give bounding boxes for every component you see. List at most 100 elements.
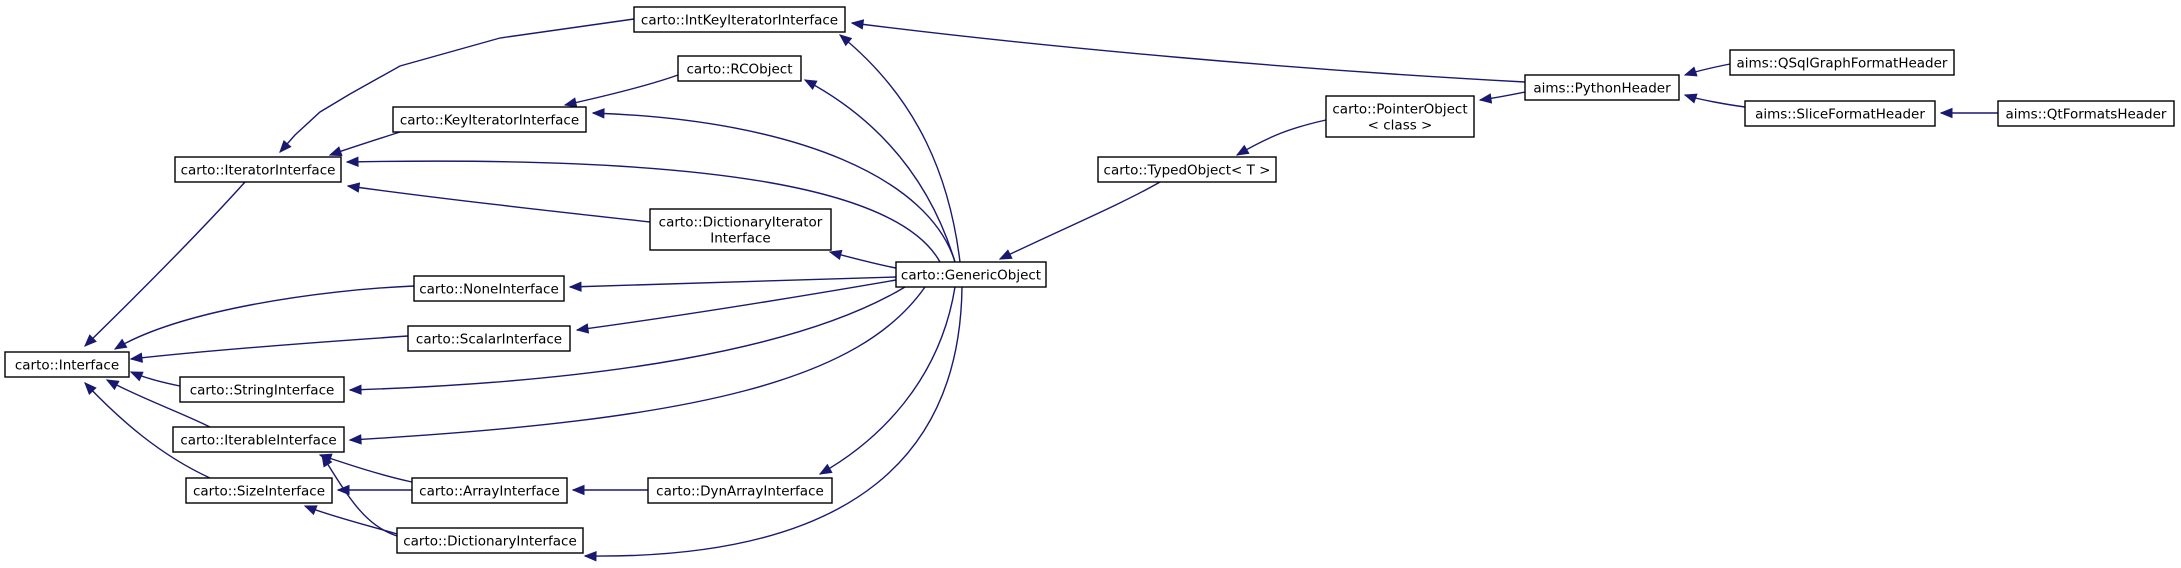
inheritance-edge-int-key-iterator-interface-to-iterator-interface xyxy=(279,18,635,153)
class-node-box xyxy=(172,426,345,453)
inheritance-edge-generic-object-to-dyn-array-interface xyxy=(818,286,956,475)
inheritance-edge-string-interface-to-interface xyxy=(129,371,181,387)
class-node-dyn-array-interface[interactable]: carto::DynArrayInterface xyxy=(647,477,833,504)
class-node-box xyxy=(1097,156,1277,183)
class-node-qt-formats-header[interactable]: aims::QtFormatsHeader xyxy=(1997,100,2175,127)
arrow-head-icon xyxy=(1683,93,1698,104)
inheritance-edge-qsql-graph-format-header-to-python-header xyxy=(1683,63,1731,77)
arrow-head-icon xyxy=(818,463,833,475)
arrow-head-icon xyxy=(348,384,362,395)
class-node-box xyxy=(1524,74,1680,101)
class-node-label: carto::NoneInterface xyxy=(419,282,559,298)
class-node-label: carto::DynArrayInterface xyxy=(656,484,824,500)
inheritance-edge-generic-object-to-iterable-interface xyxy=(348,286,926,445)
class-node-scalar-interface[interactable]: carto::ScalarInterface xyxy=(407,325,571,352)
edge-line xyxy=(804,79,956,263)
class-node-box xyxy=(677,55,802,82)
arrow-head-icon xyxy=(575,323,590,334)
edge-line xyxy=(347,185,651,223)
class-node-label: carto::KeyIteratorInterface xyxy=(400,113,579,129)
class-node-array-interface[interactable]: carto::ArrayInterface xyxy=(411,477,568,504)
arrow-head-icon xyxy=(571,484,585,496)
arrow-head-icon xyxy=(303,505,318,516)
class-node-box xyxy=(185,477,333,504)
edge-line xyxy=(564,74,679,106)
edge-line xyxy=(819,286,956,475)
class-node-box xyxy=(174,156,342,183)
arrow-head-icon xyxy=(279,139,292,153)
class-node-label: carto::ArrayInterface xyxy=(419,484,560,500)
inheritance-edge-none-interface-to-interface xyxy=(113,285,415,350)
class-node-label: carto::Interface xyxy=(15,358,119,374)
edge-line xyxy=(84,181,246,347)
inheritance-edge-generic-object-to-none-interface xyxy=(568,276,897,292)
class-node-label: carto::IteratorInterface xyxy=(181,163,336,179)
edge-line xyxy=(851,22,1526,83)
class-node-rcobject[interactable]: carto::RCObject xyxy=(677,55,802,82)
edge-line xyxy=(1236,119,1327,156)
edge-line xyxy=(114,285,415,350)
class-node-label: carto::DictionaryInterface xyxy=(403,534,577,550)
inheritance-edge-array-interface-to-size-interface xyxy=(336,484,412,496)
class-node-label: aims::QtFormatsHeader xyxy=(2006,107,2167,123)
inheritance-edge-size-interface-to-interface xyxy=(84,382,211,479)
class-node-label: carto::ScalarInterface xyxy=(416,332,562,348)
class-node-interface[interactable]: carto::Interface xyxy=(4,351,130,378)
class-node-string-interface[interactable]: carto::StringInterface xyxy=(179,376,345,403)
class-node-qsql-graph-format-header[interactable]: aims::QSqlGraphFormatHeader xyxy=(1729,49,1955,76)
inheritance-edge-pointer-object-to-typed-object xyxy=(1235,119,1327,156)
arrow-head-icon xyxy=(803,79,818,90)
inheritance-edge-python-header-to-pointer-object xyxy=(1478,91,1526,104)
class-node-slice-format-header[interactable]: aims::SliceFormatHeader xyxy=(1744,100,1936,127)
inheritance-edge-slice-format-header-to-python-header xyxy=(1683,93,1746,108)
class-node-label: carto::IntKeyIteratorInterface xyxy=(641,13,838,29)
class-node-dictionary-interface[interactable]: carto::DictionaryInterface xyxy=(396,527,584,554)
class-node-typed-object[interactable]: carto::TypedObject< T > xyxy=(1097,156,1277,183)
class-node-key-iterator-interface[interactable]: carto::KeyIteratorInterface xyxy=(392,106,587,133)
nodes-layer: carto::Interface carto::IteratorInterface… xyxy=(4,6,2175,554)
class-node-label: carto::RCObject xyxy=(687,62,793,78)
edge-line xyxy=(130,335,409,360)
class-node-size-interface[interactable]: carto::SizeInterface xyxy=(185,477,333,504)
class-node-box xyxy=(649,208,832,251)
class-node-label: carto::TypedObject< T > xyxy=(1104,163,1271,179)
edge-line xyxy=(346,160,941,263)
arrow-head-icon xyxy=(129,371,144,382)
inheritance-edge-generic-object-to-key-iterator-interface xyxy=(591,108,956,263)
edge-line xyxy=(106,379,211,428)
inheritance-edge-generic-object-to-dictionary-iterator-interface xyxy=(828,249,897,269)
class-node-generic-object[interactable]: carto::GenericObject xyxy=(895,261,1047,288)
class-node-box xyxy=(413,275,565,302)
edge-line xyxy=(569,276,897,288)
arrow-head-icon xyxy=(828,249,843,261)
edge-line xyxy=(279,18,635,153)
arrow-head-icon xyxy=(850,19,865,30)
inheritance-edge-dictionary-interface-to-size-interface xyxy=(303,505,398,535)
edge-line xyxy=(592,112,956,263)
class-node-box xyxy=(1744,100,1936,127)
class-node-none-interface[interactable]: carto::NoneInterface xyxy=(413,275,565,302)
arrow-head-icon xyxy=(113,338,128,350)
class-node-label: carto::DictionaryIterator xyxy=(659,215,823,231)
edge-line xyxy=(584,286,963,557)
inheritance-edge-qt-formats-header-to-slice-format-header xyxy=(1939,107,1998,119)
class-node-label: carto::IterableInterface xyxy=(180,433,336,449)
arrow-head-icon xyxy=(838,34,853,47)
class-node-box xyxy=(647,477,833,504)
class-node-pointer-object[interactable]: carto::PointerObject< class > xyxy=(1325,95,1475,138)
class-node-label: aims::SliceFormatHeader xyxy=(1755,107,1925,123)
inheritance-edge-generic-object-to-dictionary-interface xyxy=(583,286,963,562)
class-node-python-header[interactable]: aims::PythonHeader xyxy=(1524,74,1680,101)
edge-line xyxy=(84,382,211,479)
class-node-int-key-iterator-interface[interactable]: carto::IntKeyIteratorInterface xyxy=(633,6,846,33)
inheritance-edge-scalar-interface-to-interface xyxy=(129,335,409,363)
arrow-head-icon xyxy=(1939,107,1953,119)
inheritance-edge-generic-object-to-scalar-interface xyxy=(575,279,897,334)
class-node-iterator-interface[interactable]: carto::IteratorInterface xyxy=(174,156,342,183)
class-node-box xyxy=(1325,95,1475,138)
edge-line xyxy=(319,454,413,483)
class-node-box xyxy=(633,6,846,33)
class-node-iterable-interface[interactable]: carto::IterableInterface xyxy=(172,426,345,453)
